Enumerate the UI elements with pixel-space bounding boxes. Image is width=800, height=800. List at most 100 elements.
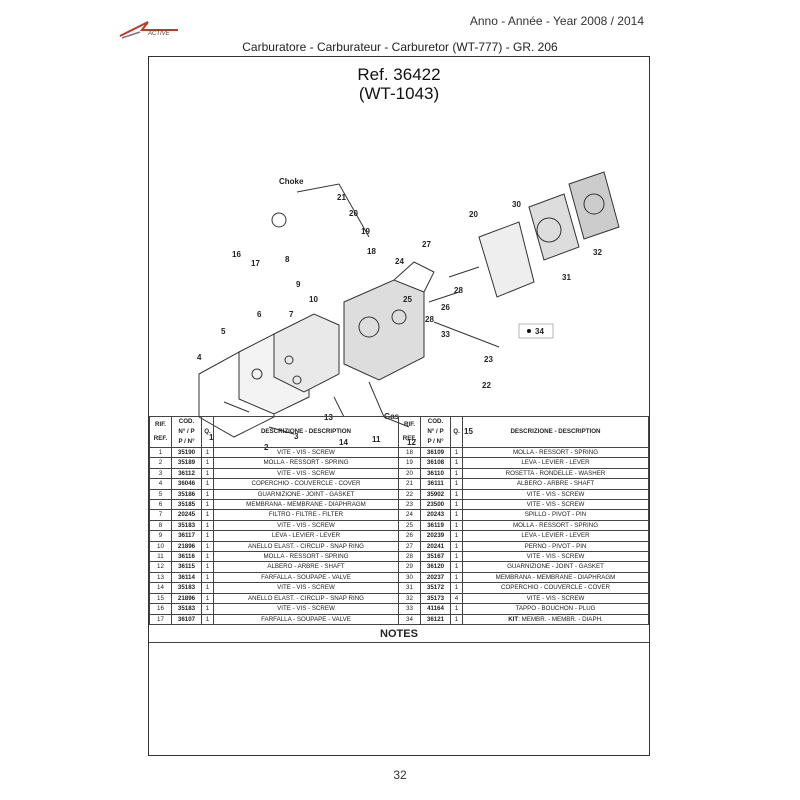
cell-description: LEVA - LEVIER - LEVER: [213, 530, 399, 542]
cell-ref: 3: [149, 467, 172, 480]
cell-ref: 9: [149, 530, 172, 542]
cell-q: 1: [201, 571, 214, 584]
cell-ref: 32: [398, 592, 421, 605]
callout-21: 21: [337, 193, 346, 202]
cell-description: MEMBRANA - MEMBRANE - DIAPHRAGM: [462, 571, 649, 584]
callout-29: 20: [469, 210, 478, 219]
callout-28b: 28: [454, 286, 463, 295]
callout-28: 28: [425, 315, 434, 324]
diaphragm-part: [273, 313, 340, 393]
cell-description: ANELLO ELAST. - CIRCLIP - SNAP RING: [213, 592, 399, 605]
cell-ref: 17: [149, 613, 172, 625]
cell-description: PERNO - PIVOT - PIN: [462, 540, 649, 553]
callout-17: 17: [251, 259, 260, 268]
cell-code: 35186: [171, 488, 202, 501]
carburetor-body: [343, 279, 425, 381]
cell-q: 1: [450, 530, 463, 542]
cell-q: 1: [201, 530, 214, 542]
cell-ref: 2: [149, 457, 172, 469]
cell-description: MOLLA - RESSORT - SPRING: [462, 519, 649, 532]
cell-ref: 23: [398, 499, 421, 511]
cell-ref: 14: [149, 582, 172, 594]
cell-description: ANELLO ELAST. - CIRCLIP - SNAP RING: [213, 540, 399, 553]
callout-9: 9: [296, 280, 301, 289]
notes-title: NOTES: [149, 624, 649, 643]
cell-description: MOLLA - RESSORT - SPRING: [462, 446, 649, 459]
callout-22: 22: [482, 381, 491, 390]
cell-ref: 13: [149, 571, 172, 584]
callout-26: 26: [441, 303, 450, 312]
cell-description: KIT: MEMBR. - MEMBR. - DIAPH.: [462, 613, 649, 625]
ref-model: (WT-1043): [358, 84, 440, 103]
cell-q: 1: [450, 551, 463, 563]
cell-description: COPERCHIO - COUVERCLE - COVER: [213, 478, 399, 490]
year-label: Anno - Année - Year 2008 / 2014: [469, 14, 644, 28]
cell-code: 36116: [171, 551, 202, 563]
cell-description: COPERCHIO - COUVERCLE - COVER: [462, 582, 649, 594]
cell-ref: 6: [149, 499, 172, 511]
cell-q: 1: [450, 519, 463, 532]
header-description: DESCRIZIONE - DESCRIPTION: [213, 416, 399, 448]
cell-description: MOLLA - RESSORT - SPRING: [213, 457, 399, 469]
cell-description: VITE - VIS - SCREW: [462, 551, 649, 563]
cell-q: 1: [450, 561, 463, 573]
choke-label: Choke: [279, 177, 304, 186]
cell-q: 1: [450, 613, 463, 625]
right-diaphragm: [528, 193, 580, 261]
cell-description: VITE - VIS - SCREW: [213, 446, 399, 459]
cell-description: VITE - VIS - SCREW: [462, 488, 649, 501]
cell-description: ALBERO - ARBRE - SHAFT: [462, 478, 649, 490]
cell-code: 41164: [420, 603, 451, 615]
cell-code: 35183: [171, 603, 202, 615]
cell-code: 21896: [171, 592, 202, 605]
cell-q: 1: [450, 488, 463, 501]
callout-5: 5: [221, 327, 226, 336]
cell-code: 36107: [171, 613, 202, 625]
callout-31: 31: [562, 273, 571, 282]
cell-code: 36119: [420, 519, 451, 532]
cell-description: MOLLA - RESSORT - SPRING: [213, 551, 399, 563]
callout-10: 10: [309, 295, 318, 304]
cell-code: 36109: [420, 446, 451, 459]
cell-q: 1: [201, 551, 214, 563]
cell-description: LEVA - LEVIER - LEVER: [462, 457, 649, 469]
cell-ref: 25: [398, 519, 421, 532]
cell-q: 1: [201, 457, 214, 469]
cell-code: 36120: [420, 561, 451, 573]
cell-ref: 20: [398, 467, 421, 480]
cell-q: 1: [201, 509, 214, 521]
cell-q: 1: [201, 446, 214, 459]
right-cover: [568, 171, 620, 240]
callout-23: 23: [484, 355, 493, 364]
cell-description: VITE - VIS - SCREW: [462, 592, 649, 605]
cell-q: 1: [450, 478, 463, 490]
header-ref-right: RIF.REF.: [398, 416, 421, 448]
cell-q: 1: [201, 582, 214, 594]
cell-ref: 34: [398, 613, 421, 625]
cell-ref: 22: [398, 488, 421, 501]
cell-description: VITE - VIS - SCREW: [213, 519, 399, 532]
cell-code: 36112: [171, 467, 202, 480]
cell-q: 1: [450, 509, 463, 521]
cell-code: 36110: [420, 467, 451, 480]
header-qty-right: Q.: [450, 416, 463, 448]
cell-q: 1: [201, 488, 214, 501]
header-ref: RIF.REF.: [149, 416, 172, 448]
cell-q: 1: [201, 499, 214, 511]
cell-q: 1: [450, 457, 463, 469]
cell-q: 1: [201, 561, 214, 573]
cell-code: 36046: [171, 478, 202, 490]
callout-33: 33: [441, 330, 450, 339]
kit-label: KIT: [508, 615, 519, 623]
cell-code: 23500: [420, 499, 451, 511]
cell-ref: 30: [398, 571, 421, 584]
cell-code: 20245: [171, 509, 202, 521]
callout-24: 24: [395, 257, 404, 266]
